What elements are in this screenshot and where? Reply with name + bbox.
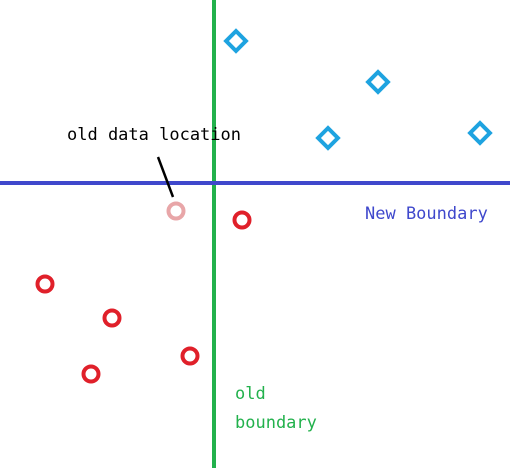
- annotation-pointer: [156, 156, 175, 198]
- old-boundary-label-line2: boundary: [235, 413, 317, 433]
- diamond-group: [223, 28, 493, 151]
- circle-marker: [81, 364, 101, 384]
- diamond-marker: [467, 120, 493, 146]
- circle-marker: [232, 210, 252, 230]
- circle-marker: [180, 346, 200, 366]
- old-data-location-label: old data location: [67, 125, 241, 145]
- diamond-marker: [223, 28, 249, 54]
- diamond-marker: [365, 69, 391, 95]
- circle-marker: [35, 274, 55, 294]
- old-location-circle: [166, 201, 186, 221]
- new-boundary-label: New Boundary: [365, 204, 488, 224]
- circle-group: [35, 210, 252, 384]
- old-boundary-label-line1: old: [235, 384, 266, 404]
- circle-marker: [102, 308, 122, 328]
- diamond-marker: [315, 125, 341, 151]
